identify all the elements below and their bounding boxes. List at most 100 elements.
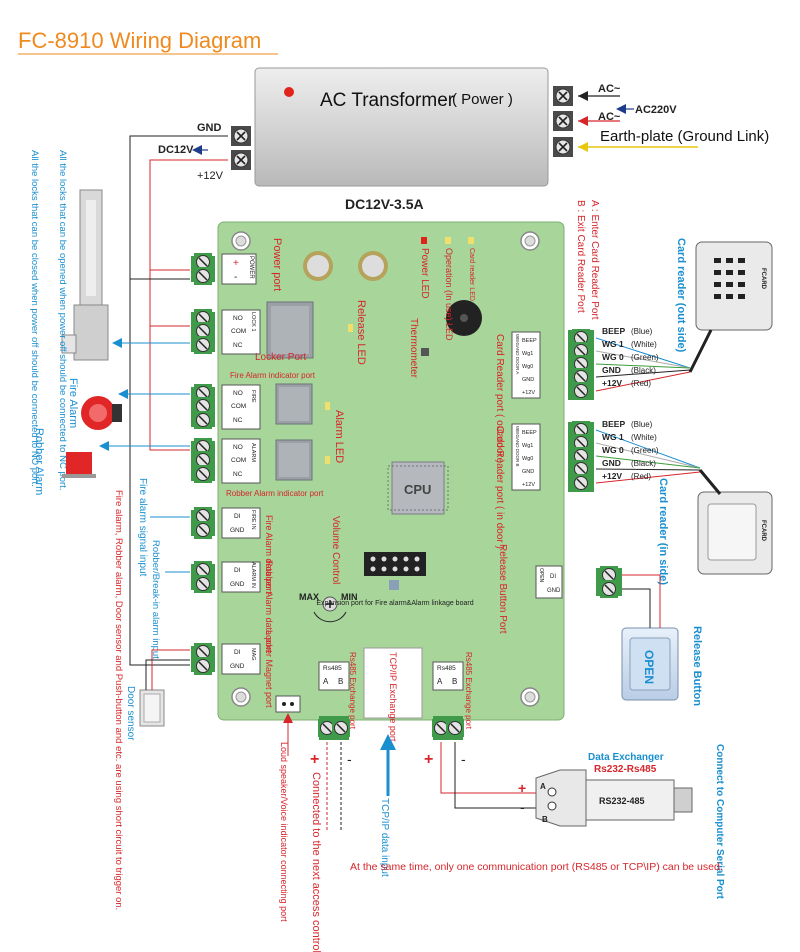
alarm-no: NO: [233, 444, 243, 451]
release-wire-gnd: [622, 588, 651, 628]
card-reader-led-label: Card reader LED: [468, 248, 475, 301]
fire-terminal[interactable]: [191, 383, 261, 430]
open-terminal[interactable]: [535, 565, 622, 599]
wb-wg0: Wg0: [522, 456, 533, 462]
in-wire-3-color: (Black): [631, 459, 656, 468]
reader-in-wires: [595, 429, 701, 484]
reader-note-b: B : Exit Card Reader Port: [575, 200, 586, 313]
wb-12v: +12V: [522, 482, 535, 488]
lock-nc: NC: [233, 342, 243, 349]
reader-note-a: A : Enter Card Reader Port: [589, 200, 600, 320]
tcpip-arrow: [380, 734, 396, 796]
release-button-text: OPEN: [642, 650, 656, 684]
release-led-label: Release LED: [355, 300, 367, 365]
out-wire-2-name: WG 0: [602, 352, 624, 362]
rs485-plus: +: [424, 751, 433, 768]
fire-alarm-bell: [81, 396, 122, 430]
robber-alarm-data-label: Robber Alarm data port: [264, 560, 274, 654]
in-wire-1-color: (White): [631, 433, 657, 442]
lock-no: NO: [233, 315, 243, 322]
operation-led-label: Operation (In use) LED: [444, 248, 454, 341]
in-wire-1-name: WG 1: [602, 432, 624, 442]
volume-min: MIN: [341, 592, 358, 602]
converter-label: RS232-485: [599, 796, 645, 806]
rating-label: DC12V-3.5A: [345, 196, 424, 212]
door-sensor-label: Door sensor: [125, 686, 136, 741]
rs485-minus: -: [461, 751, 466, 767]
computer-label: Connect to Computer Serial Port: [714, 744, 725, 900]
wa-tag: WEIGAND DOOR A: [515, 334, 520, 374]
earth-label: Earth-plate (Ground Link): [600, 128, 769, 145]
rs485-left-label: Rs485 Exchange port: [348, 652, 357, 730]
release-wire: [622, 574, 661, 628]
out-wire-4-color: (Red): [631, 379, 651, 388]
next-minus: -: [347, 751, 352, 767]
fire-in-di: DI: [234, 513, 241, 520]
wa-beep: BEEP: [522, 338, 537, 344]
tcpip-label: TCP/IP Exchange port: [388, 652, 398, 742]
alarm-in-terminal[interactable]: [191, 560, 261, 594]
alarm-terminal[interactable]: [191, 437, 261, 484]
in-wire-2-name: WG 0: [602, 445, 624, 455]
wa-12v: +12V: [522, 390, 535, 396]
volume-max: MAX: [299, 592, 319, 602]
fire-in-terminal[interactable]: [191, 506, 261, 540]
out-wire-4-name: +12V: [602, 378, 622, 388]
rs485-left-port[interactable]: [317, 661, 351, 740]
open-di: DI: [550, 574, 556, 580]
power-minus: -: [234, 272, 237, 283]
in-wire-4-color: (Red): [631, 472, 651, 481]
door-sensor: [139, 649, 190, 727]
dc12v-label: DC12V: [158, 144, 194, 156]
rs485-right-port[interactable]: [431, 661, 465, 740]
cpu-chip: [387, 461, 449, 515]
wiegand-a-terminal[interactable]: [511, 328, 594, 401]
thermometer-label: Thermometer: [408, 318, 419, 379]
tcpip-port[interactable]: [363, 647, 423, 719]
robber-input-label: Robber/Break-in alarm input: [150, 540, 161, 659]
lock-com: COM: [231, 328, 246, 335]
leds: [325, 237, 474, 464]
wb-gnd: GND: [522, 469, 534, 475]
fire-in-gnd: GND: [230, 527, 245, 534]
wb-tag: WEIGAND DOOR B: [515, 426, 520, 467]
rs232-485-converter: [535, 769, 693, 827]
next-plus: +: [310, 751, 319, 768]
expansion-label: Expansion port for Fire alarm&Alarm link…: [316, 600, 473, 607]
rs485-right-a: A: [437, 677, 443, 686]
in-wire-2-color: (Green): [631, 446, 659, 455]
volume-knob[interactable]: [313, 596, 347, 623]
fire-no: NO: [233, 390, 243, 397]
robber-alarm-siren: [62, 452, 96, 478]
wiegand-b-terminal[interactable]: [511, 420, 594, 493]
out-wire-3-name: GND: [602, 365, 621, 375]
ac1-label: AC~: [598, 83, 621, 95]
alarm-com: COM: [231, 457, 246, 464]
power-terminal[interactable]: [191, 252, 257, 286]
open-tag: OPEN: [538, 568, 544, 583]
mag-di: DI: [234, 649, 241, 656]
out-wire-1-color: (White): [631, 340, 657, 349]
alarm-led-label: Alarm LED: [333, 410, 345, 463]
rs232-rs485-label: Rs232-Rs485: [594, 764, 657, 775]
power-port-label: Power port: [271, 238, 283, 291]
release-button[interactable]: [621, 627, 679, 701]
wb-wg1: Wg1: [522, 443, 533, 449]
power-led-label: Power LED: [419, 248, 430, 299]
rs485-left-b: B: [338, 677, 343, 686]
speaker-buzzer: [446, 300, 482, 336]
mag-terminal[interactable]: [191, 642, 261, 676]
speaker-port[interactable]: [275, 695, 301, 713]
converter-a: A: [540, 782, 546, 791]
rs485-right-head: Rs485: [437, 665, 456, 672]
wb-beep: BEEP: [522, 430, 537, 436]
card-reader-in: [697, 469, 773, 575]
robber-alarm-label: Robber Alarm: [33, 428, 45, 495]
fire-alarm-label: Fire Alarm: [67, 378, 79, 428]
fire-alarm-indicator-label: Fire Alarm indicator port: [230, 371, 316, 380]
lock-tag: LOCK 1: [250, 312, 256, 332]
lock-terminal[interactable]: [191, 308, 261, 355]
fire-com: COM: [231, 403, 246, 410]
door-lock: [61, 189, 109, 361]
